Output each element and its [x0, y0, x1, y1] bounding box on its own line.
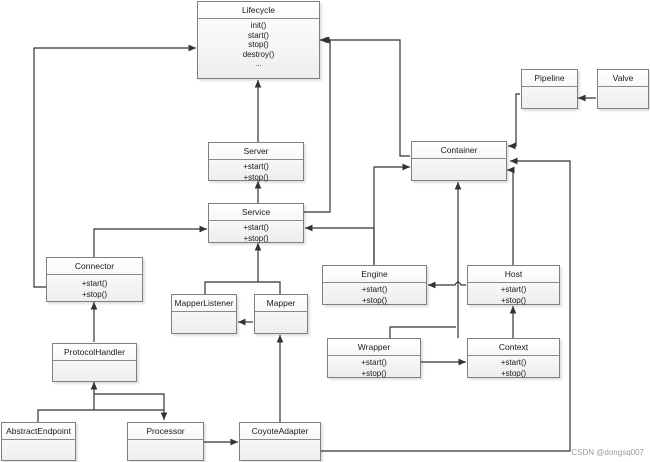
- class-operations: [598, 86, 648, 87]
- class-operations: +start() +stop(): [468, 282, 559, 306]
- class-operations: +start() +stop(): [47, 274, 142, 300]
- operation: +start(): [243, 162, 269, 171]
- class-name: Wrapper: [357, 342, 391, 352]
- edge-host-container: [506, 166, 515, 265]
- container-class: Container: [411, 141, 507, 181]
- class-name: Mapper: [266, 298, 296, 308]
- server-class: Server +start() +stop(): [208, 142, 304, 183]
- edge-processor-protocolhandler: [90, 382, 164, 411]
- edge-container-lifecycle: [322, 36, 410, 157]
- class-operations: +start() +stop(): [209, 220, 303, 244]
- class-name: Server: [243, 146, 269, 156]
- operation: +stop(): [361, 295, 388, 305]
- class-name: Connector: [74, 261, 115, 271]
- operation: +start(): [81, 279, 108, 288]
- operation: +stop(): [243, 233, 269, 243]
- class-name: Pipeline: [534, 73, 565, 83]
- operation: +start(): [500, 358, 527, 367]
- class-name: Engine: [361, 269, 388, 279]
- operation: +stop(): [81, 289, 108, 299]
- class-name: Valve: [612, 73, 634, 83]
- service-class: Service +start() +stop(): [208, 203, 304, 243]
- mapperlistener-class: MapperListener: [171, 294, 237, 334]
- class-operations: [128, 439, 203, 440]
- edge-connector-lifecycle: [33, 44, 196, 288]
- class-name: MapperListener: [174, 298, 234, 308]
- edge-mapperlistener-service: [204, 281, 258, 294]
- operation: destroy(): [242, 49, 275, 59]
- edge-pipeline-container: [507, 93, 520, 150]
- edge-engine-service: [305, 224, 375, 264]
- class-operations: [53, 360, 136, 361]
- class-name: ProtocolHandler: [64, 347, 125, 357]
- operation: +start(): [361, 285, 388, 294]
- mapper-class: Mapper: [254, 294, 308, 334]
- edge-protocolhandler-processor: [94, 393, 168, 420]
- class-name: Container: [440, 145, 478, 155]
- pipeline-class: Pipeline: [521, 69, 578, 109]
- valve-class: Valve: [597, 69, 649, 109]
- class-operations: [522, 86, 577, 87]
- class-name: Lifecycle: [241, 5, 276, 15]
- class-name: AbstractEndpoint: [6, 426, 71, 436]
- class-operations: [240, 439, 320, 440]
- edge-host-engine: [428, 281, 466, 289]
- edge-mapper-service: [254, 243, 281, 294]
- operation: stop(): [248, 40, 269, 49]
- edge-wrapper-container: [389, 326, 456, 338]
- coyoteadapter-class: CoyoteAdapter: [239, 422, 321, 461]
- class-operations: [2, 439, 75, 440]
- operation: init(): [250, 21, 267, 30]
- class-operations: [412, 158, 506, 159]
- class-name: Host: [504, 269, 523, 279]
- operation: +stop(): [361, 368, 387, 378]
- protocolhandler-class: ProtocolHandler: [52, 343, 137, 382]
- lifecycle-class: Lifecycle init() start() stop() destroy(…: [197, 1, 320, 79]
- class-operations: +start() +stop(): [328, 355, 420, 379]
- host-class: Host +start() +stop(): [467, 265, 560, 305]
- processor-class: Processor: [127, 422, 204, 461]
- operation: +stop(): [243, 172, 269, 182]
- class-operations: [255, 311, 307, 312]
- class-operations: +start() +stop(): [468, 355, 559, 379]
- class-operations: [172, 311, 236, 312]
- context-class: Context +start() +stop(): [467, 338, 560, 378]
- operation: +start(): [500, 285, 527, 294]
- class-name: CoyoteAdapter: [251, 426, 309, 436]
- class-name: Processor: [146, 426, 185, 436]
- class-operations: +start() +stop(): [323, 282, 426, 306]
- operation: +start(): [243, 223, 269, 232]
- class-name: Context: [498, 342, 529, 352]
- operation: +start(): [361, 358, 387, 367]
- watermark: CSDN @dongsq007: [571, 448, 644, 457]
- operation: +stop(): [500, 368, 527, 378]
- edge-abstractendpoint-protocolhandler: [37, 409, 94, 422]
- class-name: Service: [241, 207, 271, 217]
- class-operations: init() start() stop() destroy() ...: [198, 18, 319, 69]
- engine-class: Engine +start() +stop(): [322, 265, 427, 305]
- abstractendpoint-class: AbstractEndpoint: [1, 422, 76, 461]
- edge-coyoteadapter-container: [321, 157, 571, 452]
- operation: +stop(): [500, 295, 527, 305]
- wrapper-class: Wrapper +start() +stop(): [327, 338, 421, 378]
- operation: start(): [248, 30, 269, 40]
- class-operations: +start() +stop(): [209, 159, 303, 183]
- connector-class: Connector +start() +stop(): [46, 257, 143, 302]
- edge-engine-container: [373, 163, 410, 265]
- edge-connector-service: [93, 225, 207, 257]
- operation: ...: [255, 59, 262, 68]
